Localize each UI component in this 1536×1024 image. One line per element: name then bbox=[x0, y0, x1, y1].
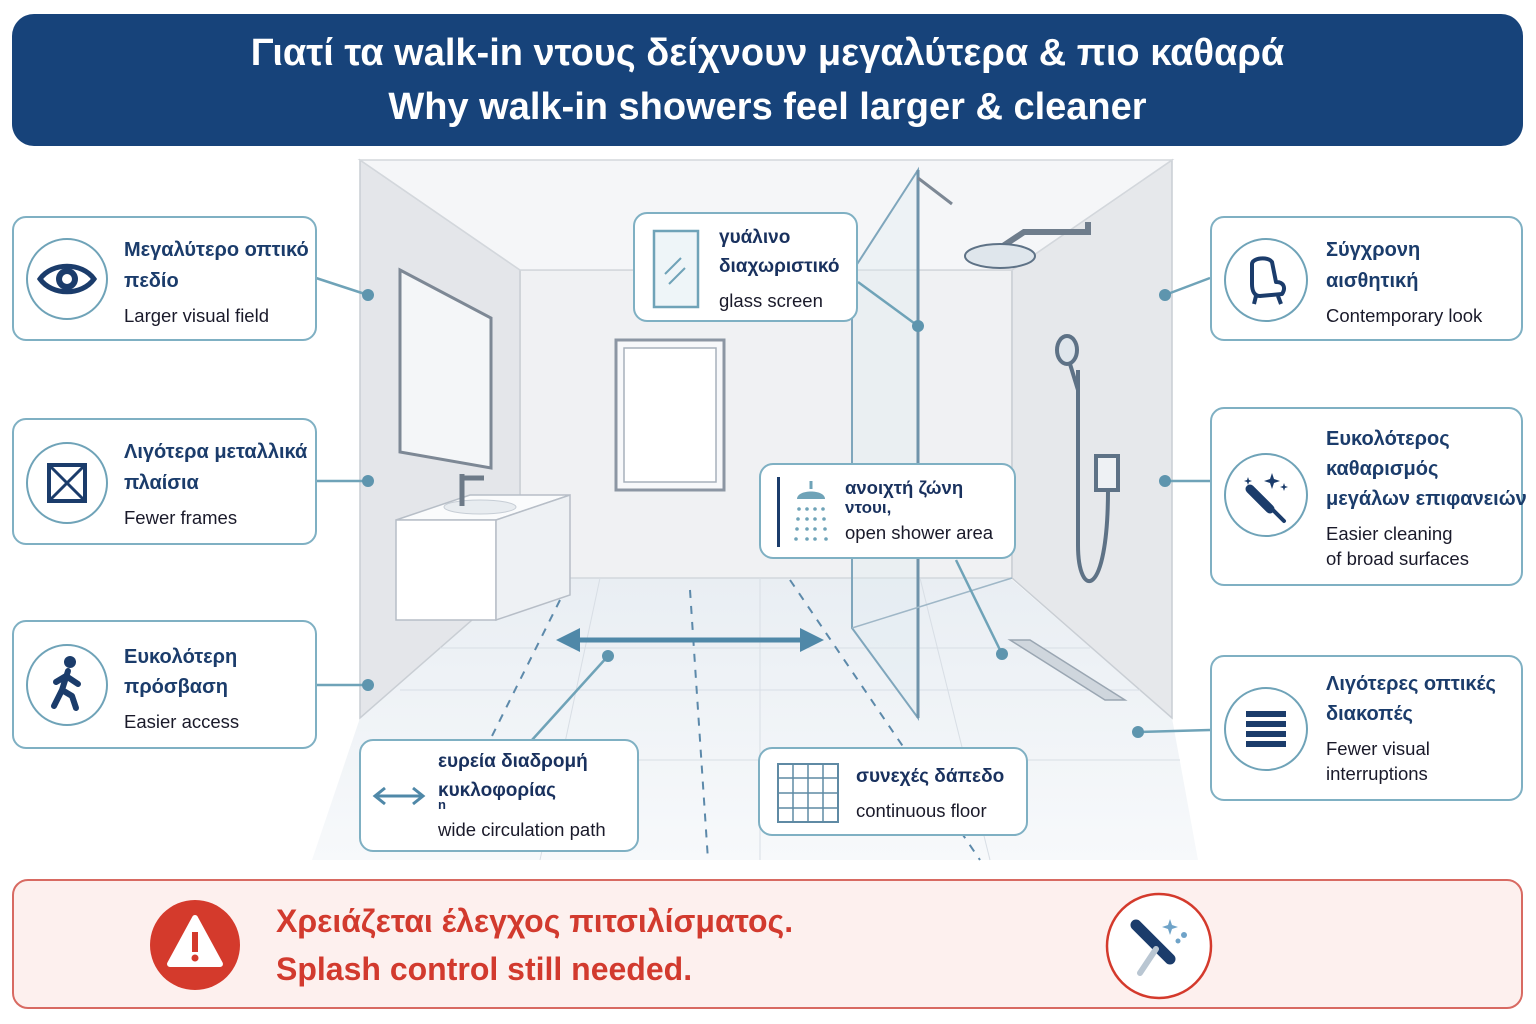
splash-warning-banner: Χρειάζεται έλεγχος πιτσιλίσματος. Splash… bbox=[12, 879, 1523, 1009]
title-banner: Γιατί τα walk-in ντους δείχνουν μεγαλύτε… bbox=[12, 14, 1523, 146]
title-greek: Γιατί τα walk-in ντους δείχνουν μεγαλύτε… bbox=[250, 32, 1285, 74]
shower-greek-line1: ανοιχτή ζώνη bbox=[845, 477, 964, 498]
card-greek-line1: Σύγχρονη bbox=[1326, 239, 1421, 261]
card-greek-line2: πλαίσια bbox=[124, 472, 199, 494]
card-greek-line2: πεδίο bbox=[124, 270, 179, 292]
circulation-arrow bbox=[556, 628, 824, 652]
circulation-greek-line1: ευρεία διαδρομή bbox=[438, 751, 588, 772]
hand-shower-set bbox=[1055, 334, 1120, 584]
title-english: Why walk-in showers feel larger & cleane… bbox=[388, 86, 1147, 128]
card-greek-line1: Ευκολότερη bbox=[124, 646, 238, 668]
card-greek-line2: διακοπές bbox=[1326, 703, 1413, 725]
card-greek-line2: πρόσβαση bbox=[124, 676, 228, 698]
vanity-unit bbox=[395, 493, 571, 622]
card-easier-access: Ευκολότερη πρόσβαση Easier access bbox=[12, 620, 317, 749]
card-fewer-visual-interruptions: Λιγότερες οπτικές διακοπές Fewer visual … bbox=[1210, 655, 1523, 801]
double-arrow-icon bbox=[372, 786, 426, 806]
circulation-greek-line2: κυκλοφορίας bbox=[438, 780, 556, 801]
card-english-line1: Fewer frames bbox=[124, 507, 238, 528]
shower-head-icon bbox=[794, 481, 828, 541]
warning-greek: Χρειάζεται έλεγχος πιτσιλίσματος. bbox=[276, 903, 794, 939]
horizontal-lines-icon bbox=[1224, 687, 1308, 771]
card-greek-line2: αισθητική bbox=[1326, 270, 1419, 292]
accent-bar bbox=[777, 477, 780, 547]
glass-english: glass screen bbox=[719, 290, 823, 311]
card-fewer-frames: Λιγότερα μεταλλικά πλαίσια Fewer frames bbox=[12, 418, 317, 545]
label-continuous-floor: συνεχές δάπεδο continuous floor bbox=[758, 747, 1028, 836]
armchair-icon bbox=[1224, 238, 1308, 322]
card-english-line1: Easier access bbox=[124, 711, 240, 732]
glass-greek-line1: γυάλινο bbox=[719, 227, 791, 248]
frame-icon bbox=[26, 442, 108, 524]
linear-drain bbox=[1007, 639, 1128, 701]
card-english-line1: Contemporary look bbox=[1326, 305, 1483, 326]
card-english-line2: interruptions bbox=[1326, 763, 1428, 784]
shower-greek-line2: ντουι, bbox=[845, 498, 892, 517]
support-rod bbox=[917, 176, 953, 206]
rain-shower-head bbox=[964, 222, 1091, 269]
warning-english: Splash control still needed. bbox=[276, 951, 693, 987]
walking-person-icon bbox=[26, 644, 108, 726]
card-english-line1: Fewer visual bbox=[1326, 738, 1430, 759]
card-english-line1: Easier cleaning bbox=[1326, 523, 1453, 544]
floor-greek: συνεχές δάπεδο bbox=[856, 766, 1005, 787]
connector-dots bbox=[362, 289, 1171, 738]
card-greek-line1: Μεγαλύτερο οπτικό bbox=[124, 239, 309, 261]
squeegee-sparkle-icon bbox=[1224, 453, 1308, 537]
label-circulation-path: ευρεία διαδρομή κυκλοφορίας n wide circu… bbox=[359, 739, 639, 852]
card-greek-line1: Λιγότερα μεταλλικά bbox=[124, 441, 308, 463]
glass-panel-icon bbox=[652, 229, 700, 309]
circulation-greek-line3: n bbox=[438, 797, 446, 812]
card-greek-line1: Λιγότερες οπτικές bbox=[1326, 673, 1496, 695]
card-greek-line3: μεγάλων επιφανειών bbox=[1326, 488, 1527, 510]
connector-lines bbox=[315, 276, 1211, 741]
tile-grid-icon bbox=[777, 763, 839, 823]
card-greek-line1: Ευκολότερος bbox=[1326, 428, 1450, 450]
card-contemporary-look: Σύγχρονη αισθητική Contemporary look bbox=[1210, 216, 1523, 341]
card-english-line1: Larger visual field bbox=[124, 305, 269, 326]
circulation-english: wide circulation path bbox=[438, 819, 606, 840]
card-easier-cleaning: Ευκολότερος καθαρισμός μεγάλων επιφανειώ… bbox=[1210, 407, 1527, 586]
shower-english: open shower area bbox=[845, 522, 994, 543]
card-english-line2: of broad surfaces bbox=[1326, 548, 1469, 569]
mirror bbox=[398, 267, 493, 470]
faucet bbox=[459, 474, 484, 506]
label-open-shower-area: ανοιχτή ζώνη ντουι, open shower area bbox=[759, 463, 1016, 559]
floor-english: continuous floor bbox=[856, 800, 987, 821]
card-larger-visual-field: Μεγαλύτερο οπτικό πεδίο Larger visual fi… bbox=[12, 216, 317, 341]
eye-icon bbox=[26, 238, 108, 320]
label-glass-screen: γυάλινο διαχωριστικό glass screen bbox=[633, 212, 858, 322]
glass-greek-line2: διαχωριστικό bbox=[719, 256, 840, 277]
warning-triangle-icon bbox=[150, 900, 240, 990]
card-greek-line2: καθαρισμός bbox=[1326, 458, 1439, 480]
squeegee-icon bbox=[1105, 892, 1213, 1000]
